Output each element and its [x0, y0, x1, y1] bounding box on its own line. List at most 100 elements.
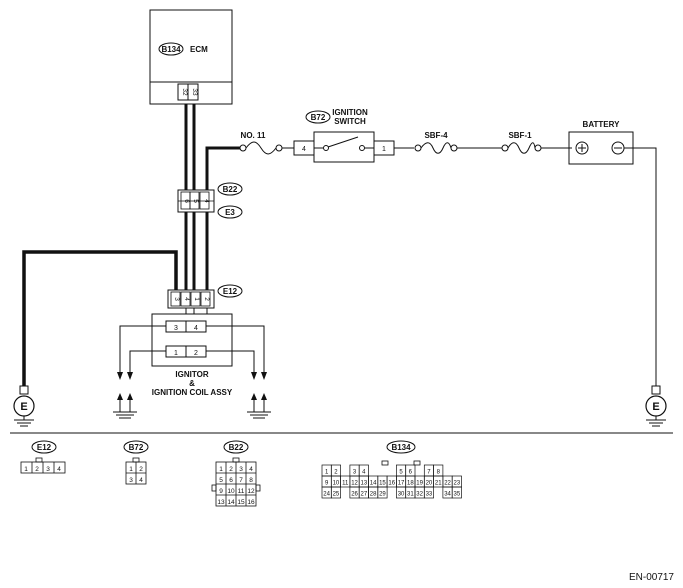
legend-b134-pin: 25 [333, 492, 340, 498]
legend-b134-pin: 33 [426, 492, 433, 498]
legend-b134-pin: 10 [333, 481, 340, 487]
legend-b22-pin: 7 [239, 477, 243, 484]
e12-pin-4: 4 [183, 297, 190, 301]
legend-e12-ref: E12 [37, 443, 52, 452]
fuse-sbf1-label: SBF-1 [508, 131, 532, 140]
legend-b134-pin-cell [377, 486, 388, 499]
legend-b134-pin: 30 [398, 492, 405, 498]
legend-b134-ref: B134 [391, 443, 411, 452]
fuse-sbf4: SBF-4 [414, 131, 502, 154]
e3-ref: E3 [225, 208, 235, 217]
legend-b134-pin: 1 [325, 470, 329, 476]
legend-b134-pin: 20 [426, 481, 433, 487]
legend-b72-pin: 3 [129, 477, 133, 484]
fuse-sbf4-label: SBF-4 [424, 131, 448, 140]
ground-right-label: E [652, 401, 659, 413]
battery: BATTERY [568, 120, 657, 386]
b22-pin-6: 6 [183, 199, 190, 203]
battery-label: BATTERY [583, 120, 621, 129]
legend-b72-pin: 4 [139, 477, 143, 484]
legend-b134-pin: 23 [454, 481, 461, 487]
legend-b134-pin: 24 [323, 492, 330, 498]
legend-b134-pin: 9 [325, 481, 329, 487]
legend-b134-pin: 13 [361, 481, 368, 487]
ignitor-pin-3: 3 [174, 325, 178, 332]
legend-b72-pin: 2 [139, 466, 143, 473]
ignitor-pin-2: 2 [194, 350, 198, 357]
b22-ref: B22 [223, 185, 238, 194]
ecm-name: ECM [190, 45, 208, 54]
legend-b134-pin: 32 [416, 492, 423, 498]
ignition-switch-label-2: SWITCH [334, 117, 366, 126]
legend-b134-pin: 35 [454, 492, 461, 498]
e12-ref: E12 [223, 287, 238, 296]
legend-b22-pin: 12 [247, 488, 255, 495]
legend-b134-pin: 3 [353, 470, 357, 476]
ignitor-label-3: IGNITION COIL ASSY [152, 388, 233, 397]
legend-e12-pin: 3 [46, 466, 50, 473]
harness-wires [22, 104, 240, 386]
legend-b134-pin: 11 [342, 481, 349, 487]
ignitor-label-1: IGNITOR [175, 370, 208, 379]
ground-left: E [13, 385, 35, 427]
e12-pin-2: 2 [203, 297, 210, 301]
legend-b22-pin: 16 [247, 499, 255, 506]
figure-code: EN-00717 [629, 572, 674, 583]
e12-connector: 3 4 1 2 E12 [167, 284, 243, 309]
legend-b134-pin: 28 [370, 492, 377, 498]
legend-b22-pin: 6 [229, 477, 233, 484]
legend-b22-pin: 11 [238, 488, 245, 495]
e12-pin-3: 3 [173, 297, 180, 301]
ignitor-label-2: & [189, 379, 195, 388]
legend-b134-pin: 29 [379, 492, 386, 498]
legend-b22: B22 1 2 3 4 5 6 7 8 9 10 11 12 13 14 15 … [211, 440, 261, 507]
ignition-switch-ref: B72 [311, 113, 326, 122]
legend-b134-pin: 31 [407, 492, 414, 498]
legend-b134-pin-cell [451, 486, 462, 499]
legend-b134-pin: 15 [379, 481, 386, 487]
ignition-pin-4: 4 [302, 146, 306, 153]
battery-positive-terminal [575, 141, 589, 155]
ignitor-pin-4: 4 [194, 325, 198, 332]
legend-b134-pin: 26 [351, 492, 358, 498]
ignition-switch: B72 IGNITION SWITCH 4 1 [293, 108, 414, 163]
ecm-ref: B134 [161, 45, 181, 54]
legend-b134-pin: 14 [370, 481, 377, 487]
legend-b22-pin: 9 [219, 488, 223, 495]
legend-b134-pin: 12 [351, 481, 358, 487]
legend-b22-ref: B22 [229, 443, 244, 452]
legend-e12-pin: 4 [57, 466, 61, 473]
fuse-no11: NO. 11 [239, 131, 294, 155]
legend-b134-pin: 21 [435, 481, 442, 487]
legend-e12-pin: 2 [35, 466, 39, 473]
legend-b134-pin: 4 [362, 470, 366, 476]
legend-e12: E12 1 2 3 4 [20, 440, 66, 474]
legend-e12-pin: 1 [24, 466, 28, 473]
e12-pin-1: 1 [193, 297, 200, 301]
ignitor-pin-1: 1 [174, 350, 178, 357]
ecm-pin-32: 32 [181, 88, 188, 96]
ground-left-label: E [20, 401, 27, 413]
ignition-switch-label-1: IGNITION [332, 108, 368, 117]
b22-pin-5: 5 [192, 199, 199, 203]
legend-b22-pin: 4 [249, 466, 253, 473]
legend-b72-pin: 1 [129, 466, 133, 473]
legend-b134-pin: 34 [444, 492, 451, 498]
legend-b22-pin: 5 [219, 477, 223, 484]
legend-b72-ref: B72 [129, 443, 144, 452]
ignitor-coil-assy: 3 4 1 2 IGNITOR & IGNITION COIL ASSY [151, 313, 233, 397]
legend-b22-pin: 10 [227, 488, 235, 495]
legend-b134-pin: 5 [399, 470, 403, 476]
b22-pin-4: 4 [203, 199, 210, 203]
legend-b134-pin: 27 [361, 492, 368, 498]
legend-b22-pin: 8 [249, 477, 253, 484]
legend-b134-pin: 8 [437, 470, 441, 476]
ecm-pin-33: 33 [191, 88, 198, 96]
ignition-pin-1: 1 [382, 146, 386, 153]
fuse-no11-label: NO. 11 [241, 131, 266, 140]
legend-b134-pin: 18 [407, 481, 414, 487]
legend-b134-pin-cell [423, 486, 434, 499]
legend-b134-pin: 22 [444, 481, 451, 487]
